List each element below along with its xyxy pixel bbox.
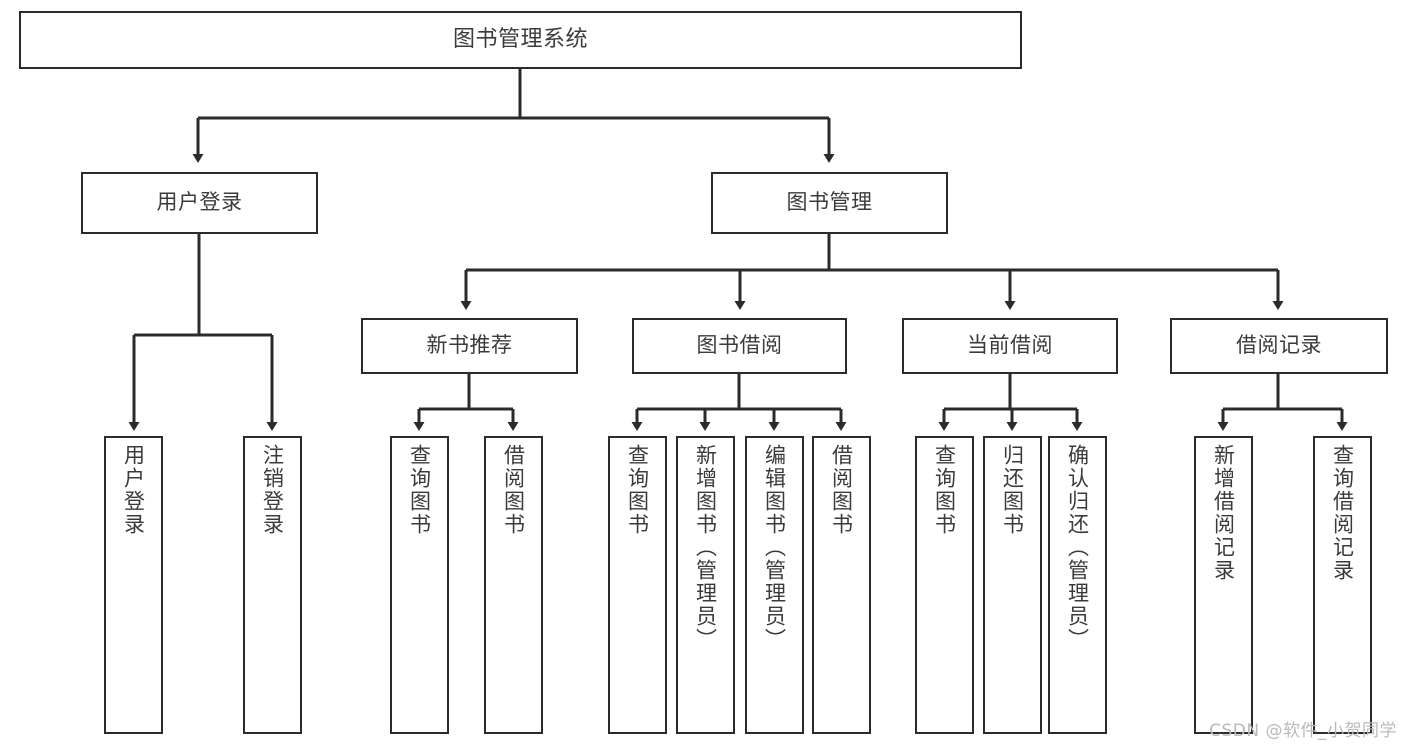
node-label: 图书管理 [786, 190, 873, 215]
node-leaf-return-book[interactable]: 归还图书 [983, 436, 1042, 734]
node-leaf-query-record[interactable]: 查询借阅记录 [1313, 436, 1372, 734]
node-label: 查询借阅记录 [1330, 444, 1355, 582]
node-user-login[interactable]: 用户登录 [81, 172, 318, 234]
node-label: 编辑图书（管理员） [762, 444, 787, 651]
node-label: 确认归还（管理员） [1065, 444, 1090, 651]
node-label: 当前借阅 [967, 333, 1053, 358]
node-leaf-query-book-1[interactable]: 查询图书 [390, 436, 449, 734]
node-leaf-logout[interactable]: 注销登录 [243, 436, 302, 734]
node-label: 用户登录 [121, 444, 146, 536]
node-current-borrow[interactable]: 当前借阅 [902, 318, 1118, 374]
node-borrow-record[interactable]: 借阅记录 [1170, 318, 1388, 374]
node-leaf-add-record[interactable]: 新增借阅记录 [1194, 436, 1253, 734]
node-root-system[interactable]: 图书管理系统 [19, 11, 1022, 69]
node-label: 图书管理系统 [452, 26, 588, 52]
node-label: 注销登录 [260, 444, 285, 536]
node-label: 借阅图书 [501, 444, 526, 536]
node-book-borrow[interactable]: 图书借阅 [632, 318, 847, 374]
node-new-book-recommend[interactable]: 新书推荐 [361, 318, 578, 374]
node-label: 查询图书 [625, 444, 650, 536]
node-label: 新增图书（管理员） [693, 444, 718, 651]
node-label: 借阅记录 [1236, 333, 1322, 358]
node-label: 借阅图书 [829, 444, 854, 536]
node-book-management[interactable]: 图书管理 [711, 172, 948, 234]
node-leaf-confirm-return[interactable]: 确认归还（管理员） [1048, 436, 1107, 734]
node-label: 查询图书 [407, 444, 432, 536]
node-label: 用户登录 [156, 190, 243, 215]
node-leaf-borrow-book-1[interactable]: 借阅图书 [484, 436, 543, 734]
watermark: CSDN @软件_小贺同学 [1209, 721, 1397, 741]
node-leaf-add-book[interactable]: 新增图书（管理员） [676, 436, 735, 734]
node-leaf-edit-book[interactable]: 编辑图书（管理员） [745, 436, 804, 734]
node-label: 图书借阅 [696, 333, 783, 358]
node-label: 查询图书 [932, 444, 957, 536]
node-leaf-query-book-3[interactable]: 查询图书 [915, 436, 974, 734]
node-label: 归还图书 [1000, 444, 1025, 536]
node-leaf-query-book-2[interactable]: 查询图书 [608, 436, 667, 734]
node-leaf-user-login[interactable]: 用户登录 [104, 436, 163, 734]
node-leaf-borrow-book-2[interactable]: 借阅图书 [812, 436, 871, 734]
node-label: 新书推荐 [426, 333, 513, 358]
node-label: 新增借阅记录 [1211, 444, 1236, 582]
